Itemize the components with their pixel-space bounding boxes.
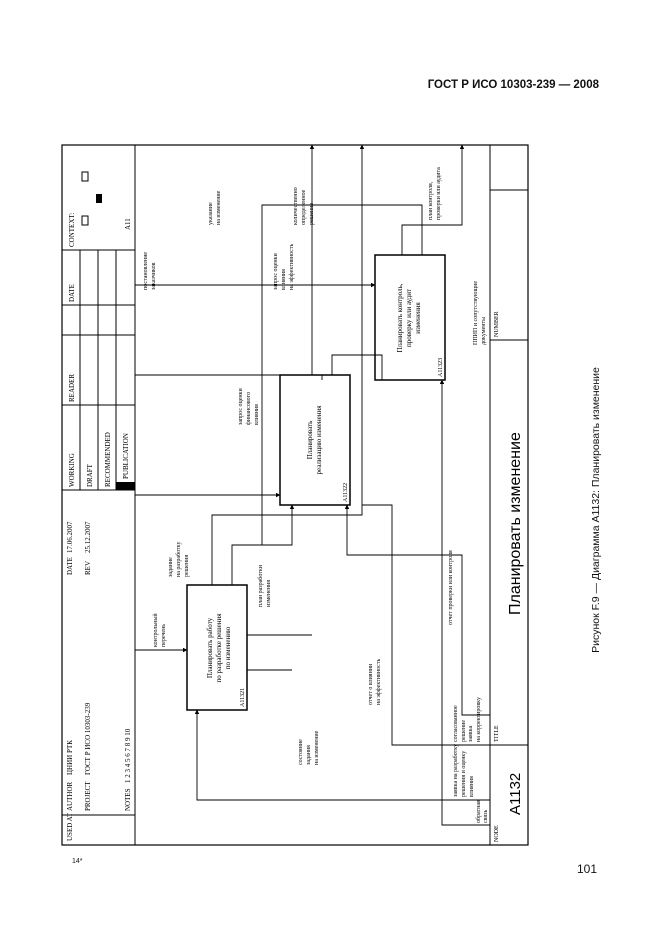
box-a11321: [186, 584, 248, 711]
header-block: USED AT AUTHOR ЦНИИ РТК PROJECT ГОСТ Р И…: [62, 145, 136, 846]
project-label: PROJECT: [84, 781, 92, 811]
label-m4-2: на эффективность: [375, 659, 382, 705]
label-ctrl3-1: ППИП и сопутствующие: [473, 281, 479, 345]
context-box-3: [81, 171, 89, 182]
arrow-lines: [135, 144, 490, 826]
label-m6-2: влияния: [281, 269, 287, 290]
recommended-label: RECOMMENDED: [104, 432, 112, 487]
node-label: NODE: [494, 825, 500, 842]
rev-label: REV: [84, 561, 92, 575]
label-in2-2: на корректировку: [476, 697, 482, 742]
label-in2-1: заявка: [468, 726, 474, 742]
label-ctrl1-2: перечень: [161, 624, 167, 647]
used-at-label: USED AT: [66, 812, 74, 841]
label-in1-2: решения и оценку: [461, 751, 467, 797]
label-in1-3: влияния: [469, 776, 475, 797]
label-m4-1: отчет о влиянии: [368, 663, 374, 705]
label-out2-2: определенное: [301, 189, 307, 225]
label-out3-2: проверки или аудита: [436, 167, 442, 220]
label-m2-1: задание: [168, 557, 174, 577]
reader-label: READER: [68, 374, 76, 402]
activity-boxes: A11321 Планировать работу по разработке …: [186, 254, 446, 711]
label-out2-3: решение: [309, 203, 315, 225]
label-m6-1: запрос оценки: [273, 253, 279, 290]
label-m5-2: финансового: [245, 392, 252, 425]
box-a11321-line3: по изменению: [224, 627, 232, 670]
box-a11321-id: A11321: [240, 688, 246, 707]
label-m5-3: влияния: [254, 404, 260, 425]
context-box-2: [96, 194, 102, 203]
date-value: 17.06.2007: [66, 521, 74, 553]
label-in3-2: решение: [461, 720, 467, 742]
author-value: ЦНИИ РТК: [66, 740, 74, 775]
label-m5-1: запрос оценки: [238, 388, 244, 425]
publication-marker: [116, 482, 135, 490]
label-out3-1: план контроля,: [428, 181, 434, 220]
label-m3-2: изменения: [266, 580, 272, 607]
box-a11323-line3: изменения: [414, 301, 422, 333]
footer-block: NODE A1132 TITLE Планировать изменение N…: [489, 145, 528, 845]
author-label: AUTHOR: [66, 782, 74, 811]
project-value: ГОСТ Р ИСО 10303-239: [84, 702, 92, 775]
label-m1-1: состояние: [298, 739, 304, 765]
node-value: A1132: [507, 773, 524, 815]
label-ctrl3-2: документы: [481, 317, 487, 345]
label-m7-1: отчет проверки или контроля: [448, 550, 454, 625]
label-in4-1: обратная: [475, 800, 482, 823]
label-ctrl1-1: контрольный: [152, 613, 159, 647]
label-m1-2: задания: [306, 745, 312, 765]
sheet-frame: [61, 144, 529, 846]
publication-label: PUBLICATION: [122, 433, 130, 479]
box-a11323-line1: Планировать контроль,: [396, 283, 404, 352]
box-a11321-line2: по разработке решения: [215, 613, 223, 683]
sheet-mark: 14*: [72, 858, 83, 865]
page-number: 101: [576, 862, 597, 876]
rev-value: 25.12.2007: [84, 521, 92, 553]
box-a11323: [374, 254, 446, 381]
date-label: DATE: [66, 557, 74, 575]
label-m6-3: на эффективность: [288, 244, 295, 290]
box-a11322-id: A11322: [343, 483, 349, 502]
label-in1-1: заявка на разработку: [452, 744, 459, 797]
box-a11321-line1: Планировать работу: [206, 617, 214, 678]
label-m2-3: решения: [184, 555, 190, 577]
label-in3-1: согласованное: [453, 705, 459, 742]
diagram-sheet: USED AT AUTHOR ЦНИИ РТК PROJECT ГОСТ Р И…: [61, 144, 529, 846]
box-a11322-line2: реализацию изменения: [315, 405, 323, 475]
draft-label: DRAFT: [86, 463, 94, 487]
context-box-1: [81, 215, 89, 226]
title-value: Планировать изменение: [507, 432, 524, 615]
box-a11322-line1: Планировать: [306, 421, 314, 460]
box-a11323-id: A11323: [438, 358, 444, 377]
label-out1-1: указание: [208, 202, 214, 225]
label-m1-3: на изменение: [314, 730, 320, 765]
notes-label: NOTES: [124, 788, 132, 811]
label-ctrl2-2: заказчиков: [151, 262, 157, 290]
label-ctrl2-1: постановление: [143, 252, 149, 290]
label-m3-1: план разработки: [257, 564, 264, 607]
notes-value: 1 2 3 4 5 6 7 8 9 10: [124, 728, 132, 783]
standard-header: ГОСТ Р ИСО 10303-239 — 2008: [427, 79, 599, 91]
context-node: A11: [124, 218, 132, 230]
label-m2-2: на разработку: [175, 542, 182, 578]
box-a11323-line2: проверку или аудит: [405, 289, 413, 347]
arrow-labels: заявка на разработку решения и оценку вл…: [143, 167, 489, 823]
number-label: NUMBER: [494, 311, 500, 337]
reader-date-label: DATE: [68, 284, 76, 302]
label-out1-2: на изменение: [216, 190, 222, 225]
label-in4-2: связь: [483, 809, 489, 823]
title-label: TITLE: [494, 725, 500, 742]
working-label: WORKING: [68, 453, 76, 487]
context-label: CONTEXT:: [68, 213, 76, 247]
label-out2-1: количественно: [293, 187, 299, 225]
